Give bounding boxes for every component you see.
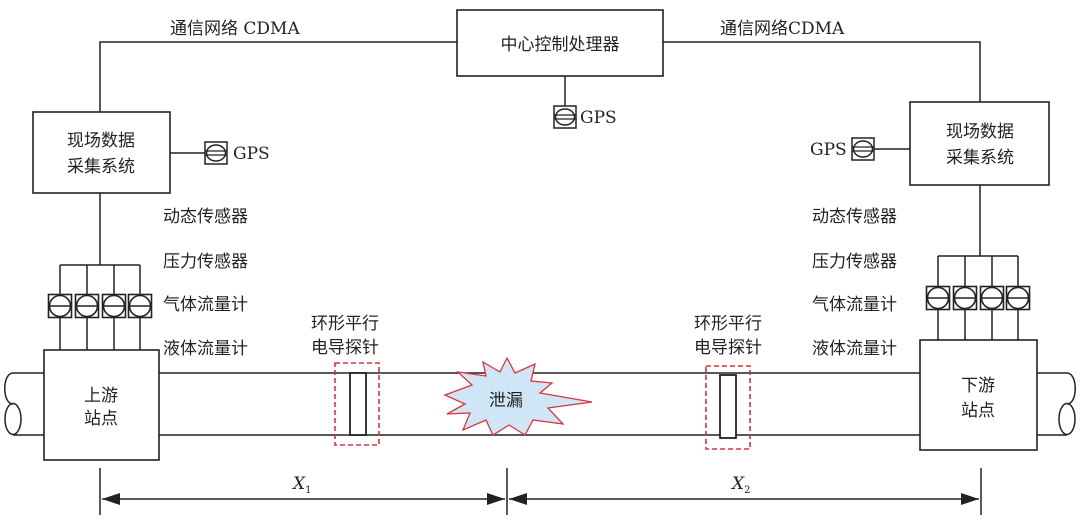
central-processor-label: 中心控制处理器 [501,35,620,55]
right-sensor-label: 压力传感器 [812,252,897,272]
left-sensor-label: 气体流量计 [163,295,248,315]
right-sensor-label: 动态传感器 [812,207,897,227]
right-acquisition-line2: 采集系统 [946,148,1014,168]
left-sensor-icon [127,293,153,319]
left-sensor-label: 压力传感器 [163,252,248,272]
probe1-highlight [334,362,380,446]
left-sensor-label: 动态传感器 [163,207,248,227]
left-gps-icon [204,141,228,165]
leak-label: 泄漏 [489,391,523,411]
right-sensor-label: 液体流量计 [812,339,897,359]
right-gps-icon [851,137,875,161]
center-gps-icon [553,105,577,129]
probe1 [349,372,367,436]
probe2-label-line2: 电导探针 [694,338,762,358]
upstream-line2: 站点 [84,409,118,429]
right-network-link [663,41,981,102]
right-sensor-icon [952,285,978,311]
left-network-label: 通信网络 CDMA [170,19,300,39]
left-acquisition-line2: 采集系统 [67,157,135,177]
right-acquisition-line1: 现场数据 [946,122,1014,142]
pipeline [159,372,920,436]
distance-x1-label: X1 [291,474,311,496]
left-network-link [99,41,457,112]
probe2 [719,374,737,439]
left-sensor-icon [47,293,73,319]
right-sensor-icon [925,285,951,311]
left-sensor-icon [74,293,100,319]
left-acquisition-line1: 现场数据 [67,131,135,151]
right-gps-label: GPS [810,140,847,160]
downstream-station-box [919,339,1038,451]
left-sensor-label: 液体流量计 [163,339,248,359]
probe1-label-line2: 电导探针 [311,338,379,358]
left-sensor-icon [101,293,127,319]
distance-x2-label: X2 [730,474,750,496]
upstream-station-box [43,349,160,461]
right-sensor-icon [1005,285,1031,311]
right-sensor-icon [979,285,1005,311]
upstream-line1: 上游 [84,386,118,406]
right-acquisition-box [909,101,1050,186]
central-processor-box [456,9,664,77]
probe2-highlight [705,365,751,450]
right-sensor-label: 气体流量计 [812,295,897,315]
left-gps-label: GPS [233,144,270,164]
probe2-label-line1: 环形平行 [694,314,762,334]
right-network-label: 通信网络CDMA [720,19,845,39]
pipe-end-right [1058,402,1076,436]
center-gps-label: GPS [580,108,617,128]
downstream-line2: 站点 [961,401,995,421]
leak-burst-icon [443,356,593,436]
pipe-end-left [4,402,22,436]
downstream-line1: 下游 [961,376,995,396]
left-acquisition-box [32,111,171,194]
probe1-label-line1: 环形平行 [311,314,379,334]
